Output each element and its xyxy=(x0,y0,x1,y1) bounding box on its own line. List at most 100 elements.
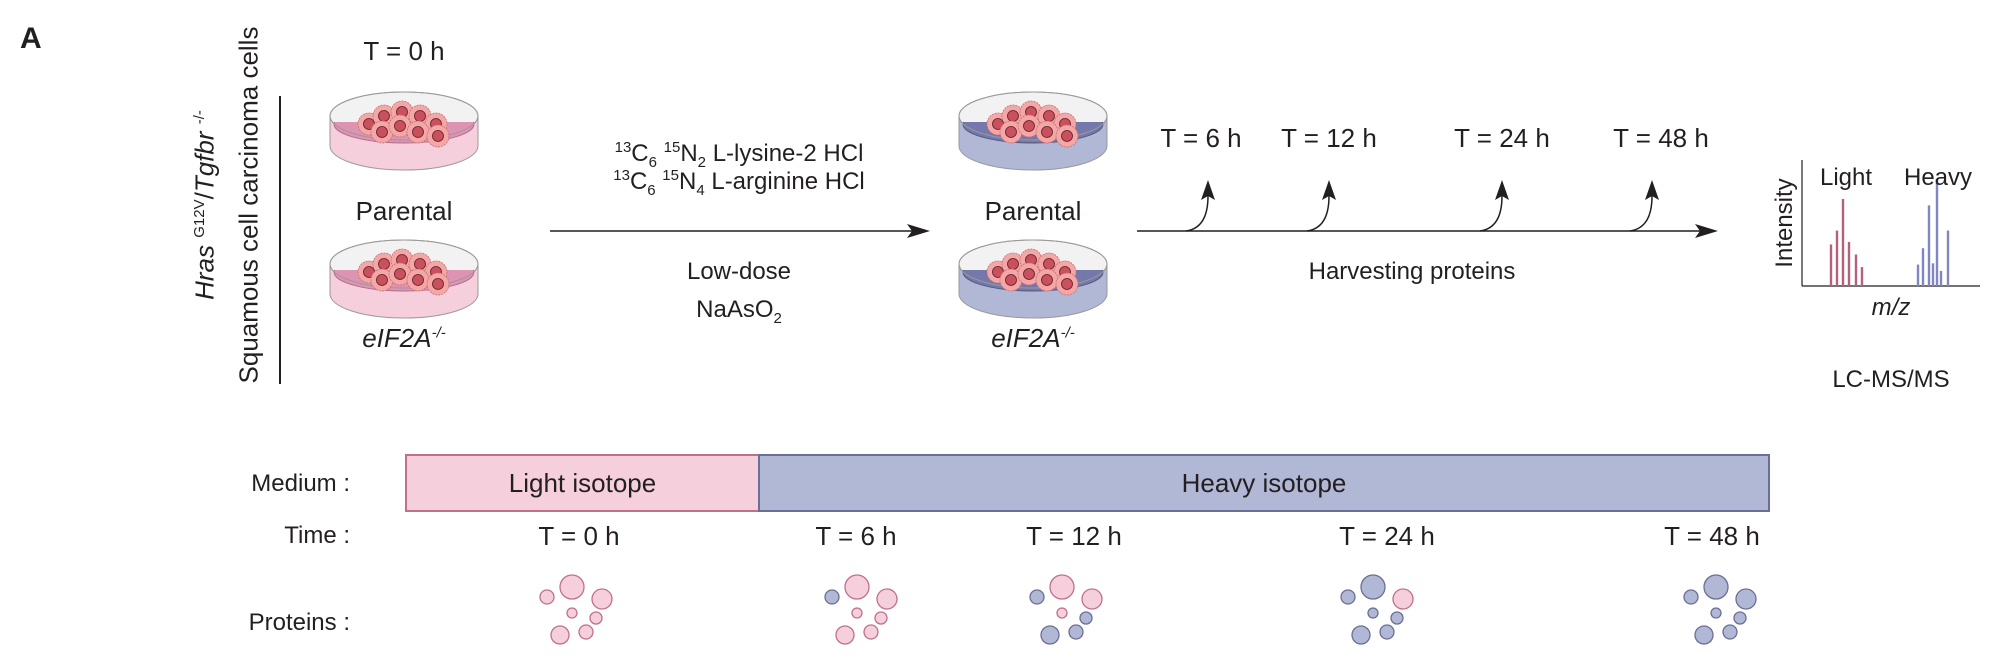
parental-label-2: Parental xyxy=(984,196,1082,226)
low-dose-label: Low-dose xyxy=(686,258,792,285)
arrowhead-icon xyxy=(1322,180,1336,200)
time-row-label: Time : xyxy=(284,522,350,549)
arrowhead-icon xyxy=(1201,180,1215,200)
heavy-protein xyxy=(1390,611,1404,625)
protein-cluster xyxy=(1340,574,1414,645)
heavy-protein xyxy=(1079,611,1093,625)
harvest-time-48: T = 48 h xyxy=(1613,123,1709,153)
heavy-protein xyxy=(1360,574,1386,600)
cell-type-label: Squamous cell carcinoma cells xyxy=(233,26,264,384)
light-protein xyxy=(844,574,870,600)
gene2-allele: -/- xyxy=(190,110,208,125)
harvest-curved-arrow xyxy=(1479,195,1503,232)
heavy-isotope-label: Heavy isotope xyxy=(1181,467,1347,498)
harvest-time-6: T = 6 h xyxy=(1160,123,1242,153)
cell-icon xyxy=(406,120,430,144)
harvest-label: Harvesting proteins xyxy=(1308,258,1516,285)
compound-label: NaAsO2 xyxy=(696,296,782,327)
gene2: Tgfbr xyxy=(189,131,220,193)
heavy-protein xyxy=(824,589,840,605)
cell-icon xyxy=(1017,262,1041,286)
light-protein xyxy=(876,588,898,610)
dish-parental-light xyxy=(329,91,479,171)
bracket-line xyxy=(279,96,281,384)
cell-icon xyxy=(1035,268,1059,292)
medium-row-label: Medium : xyxy=(251,470,350,497)
knockout-label-2: eIF2A-/- xyxy=(991,323,1075,353)
knockout-sup: -/- xyxy=(431,324,446,342)
heavy-protein xyxy=(1683,589,1699,605)
light-isotope-bar: Light isotope xyxy=(405,454,760,512)
arrowhead-icon xyxy=(1645,180,1659,200)
heavy-protein xyxy=(1735,588,1757,610)
dish-knockout-heavy xyxy=(958,239,1108,319)
timeline-time-6: T = 6 h xyxy=(815,521,897,551)
knockout-gene: eIF2A xyxy=(362,323,432,353)
parental-label-1: Parental xyxy=(355,196,453,226)
light-protein xyxy=(589,611,603,625)
heavy-isotope-bar: Heavy isotope xyxy=(758,454,1770,512)
reagent-lysine: 13C6 15N2 L-lysine-2 HCl xyxy=(614,139,864,171)
ms-method-label: LC-MS/MS xyxy=(1832,366,1950,393)
harvest-curved-arrow xyxy=(1306,195,1330,232)
harvest-time-24: T = 24 h xyxy=(1454,123,1550,153)
protein-cluster xyxy=(1029,574,1103,645)
ms-x-label: m/z xyxy=(1871,294,1911,321)
panel-label: A xyxy=(20,22,42,55)
cell-icon xyxy=(388,114,412,138)
timeline-time-24: T = 24 h xyxy=(1339,521,1435,551)
dish-parental-heavy xyxy=(958,91,1108,171)
light-protein xyxy=(578,624,594,640)
timeline-time-48: T = 48 h xyxy=(1664,521,1760,551)
heavy-protein xyxy=(1710,607,1722,619)
heavy-protein xyxy=(1040,625,1060,645)
harvest-curved-arrow xyxy=(1185,195,1209,232)
cell-icon xyxy=(1035,120,1059,144)
light-protein xyxy=(539,589,555,605)
heavy-protein xyxy=(1068,624,1084,640)
heavy-protein xyxy=(1703,574,1729,600)
heavy-protein xyxy=(1722,624,1738,640)
light-protein xyxy=(835,625,855,645)
ms-light-label: Light xyxy=(1819,164,1873,191)
protein-cluster xyxy=(539,574,613,645)
cell-icon xyxy=(426,124,450,148)
gene1-allele: G12V xyxy=(190,199,208,238)
timeline-time-12: T = 12 h xyxy=(1026,521,1122,551)
heavy-protein xyxy=(1733,611,1747,625)
light-protein xyxy=(863,624,879,640)
heavy-protein xyxy=(1351,625,1371,645)
gene1: Hras xyxy=(189,245,220,300)
cell-icon xyxy=(1017,114,1041,138)
cell-icon xyxy=(426,272,450,296)
heavy-protein xyxy=(1367,607,1379,619)
genotype-separator: / xyxy=(189,192,220,200)
cell-icon xyxy=(372,104,396,128)
heavy-protein xyxy=(1029,589,1045,605)
genotype-label: Hras G12V/Tgfbr -/- xyxy=(190,110,221,300)
cell-icon xyxy=(370,268,394,292)
heavy-protein xyxy=(1340,589,1356,605)
treatment-arrow xyxy=(550,224,930,238)
cell-icon xyxy=(1001,104,1025,128)
start-time-label: T = 0 h xyxy=(363,36,445,66)
heavy-protein xyxy=(1379,624,1395,640)
cell-icon xyxy=(372,252,396,276)
protein-clusters xyxy=(539,574,1757,645)
light-protein xyxy=(851,607,863,619)
light-isotope-label: Light isotope xyxy=(508,467,657,498)
light-protein xyxy=(1049,574,1075,600)
harvest-time-12: T = 12 h xyxy=(1281,123,1377,153)
cell-icon xyxy=(406,268,430,292)
ms-spectrum xyxy=(1801,160,1980,287)
harvest-curved-arrow xyxy=(1629,195,1653,232)
light-protein xyxy=(591,588,613,610)
cell-icon xyxy=(388,262,412,286)
light-protein xyxy=(550,625,570,645)
light-protein xyxy=(1056,607,1068,619)
ms-heavy-label: Heavy xyxy=(1903,164,1973,191)
heavy-protein xyxy=(1694,625,1714,645)
light-protein xyxy=(1081,588,1103,610)
light-protein xyxy=(566,607,578,619)
protein-cluster xyxy=(824,574,898,645)
